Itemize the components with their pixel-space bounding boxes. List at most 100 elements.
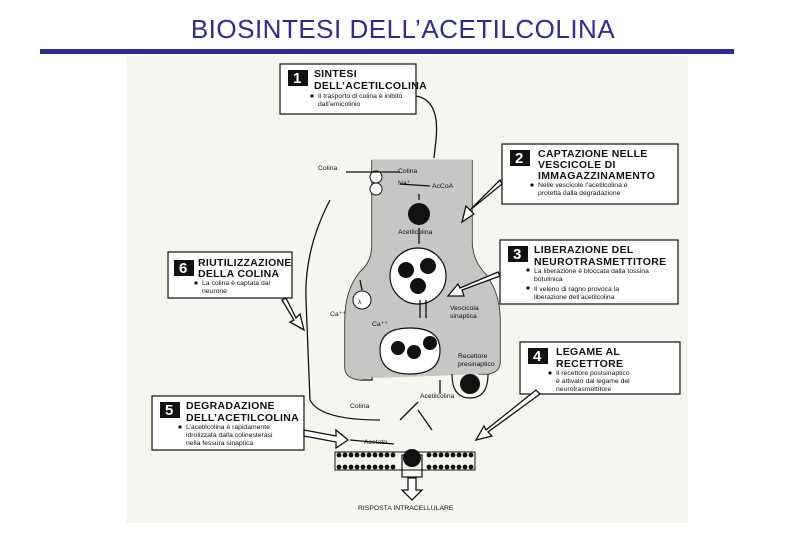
label-acetato: Acetato: [364, 439, 387, 446]
step-1-arrow: [415, 95, 438, 159]
vesicle-lower-ach-2: [407, 345, 421, 359]
step-6-box: 6 RIUTILIZZAZIONE DELLA COLINA La colina…: [167, 251, 293, 299]
lipid-head: [342, 452, 348, 458]
label-na: Na⁺: [398, 180, 411, 187]
step-5-arrow: [303, 428, 350, 450]
lipid-head: [462, 452, 468, 458]
label-vesicola-1: Vescicola: [450, 305, 479, 312]
vesicle-lower-ach-1: [391, 341, 405, 355]
ach-to-acetate-arrow: [417, 409, 433, 431]
step-2-number: 2: [515, 150, 523, 167]
step-3-bullet-2b: liberazione dell’acetilcolina: [534, 294, 615, 301]
step-6-head-1: RIUTILIZZAZIONE: [198, 257, 292, 269]
step-6-bullet-1b: neurone: [202, 288, 227, 295]
lipid-head: [354, 452, 360, 458]
step-5-number: 5: [165, 402, 173, 419]
step-5-bullet-1a: L’acetilcolina è rapidamente: [186, 424, 270, 431]
step-2-box: 2 CAPTAZIONE NELLE VESCICOLE DI IMMAGAZZ…: [501, 143, 679, 205]
acetate-arrow: [349, 439, 395, 445]
vesicle-lower-ach-3: [423, 336, 437, 350]
lipid-head: [450, 464, 456, 470]
step-3-bullet-2a: Il veleno di ragno provoca la: [534, 286, 619, 293]
lipid-head: [426, 464, 432, 470]
lipid-head: [426, 452, 432, 458]
step-5-bullet-1b: idrolizzata dalla colinesterasi: [186, 432, 273, 439]
step-1-head-2: DELL’ACETILCOLINA: [314, 80, 427, 92]
lipid-head: [444, 464, 450, 470]
postsynaptic-membrane: [334, 451, 476, 471]
lipid-head: [390, 452, 396, 458]
lipid-head: [366, 464, 372, 470]
step-3-box: 3 LIBERAZIONE DEL NEUROTRASMETTITORE La …: [499, 239, 679, 305]
step-3-head-1: LIBERAZIONE DEL: [534, 244, 634, 256]
step-4-head-2: RECETTORE: [556, 358, 623, 370]
vesicle-upper-ach-3: [410, 278, 426, 294]
label-acetilcolina-cleft: Acetilcolina: [420, 393, 455, 400]
lipid-head: [384, 452, 390, 458]
postsynaptic-receptor: [401, 454, 423, 478]
label-colina-cleft: Colina: [350, 403, 369, 410]
step-4-box: 4 LEGAME AL RECETTORE Il recettore posts…: [519, 341, 681, 395]
lipid-head: [378, 452, 384, 458]
label-acetyl-coa: AcCoA: [432, 183, 454, 190]
step-2-head-2: VESCICOLE DI: [538, 159, 616, 171]
lipid-head: [438, 452, 444, 458]
lipid-head: [432, 452, 438, 458]
na-arrow: [399, 183, 431, 187]
lipid-head: [360, 452, 366, 458]
label-ca-outside: Ca⁺⁺: [330, 311, 346, 318]
step-2-arrow: [460, 178, 503, 224]
lipid-head: [348, 452, 354, 458]
lipid-head: [366, 452, 372, 458]
step-6-bullet-1a: La colina è captata dal: [202, 280, 271, 287]
step-5-bullet-1c: nella fessura sinaptica: [186, 440, 253, 447]
step-4-arrow: [474, 389, 541, 442]
lipid-head: [360, 464, 366, 470]
label-colina-outside: Colina: [318, 165, 337, 172]
lipid-head: [336, 464, 342, 470]
step-6-head-2: DELLA COLINA: [198, 268, 279, 280]
label-recettore-2: presinaptico: [458, 361, 495, 368]
calcium-channel: [352, 290, 372, 310]
step-5-head-2: DELL’ACETILCOLINA: [186, 412, 299, 424]
step-1-head-1: SINTESI: [314, 68, 357, 80]
lipid-head: [372, 464, 378, 470]
lipid-head: [462, 464, 468, 470]
step-1-number: 1: [293, 70, 301, 87]
lipid-head: [354, 464, 360, 470]
step-3-bullet-1b: botulinica: [534, 276, 563, 283]
label-risposta: RISPOSTA INTRACELLULARE: [358, 505, 454, 512]
label-acetilcolina-top: Acetilcolina: [398, 229, 433, 236]
postsynaptic-receptor-ligand: [403, 449, 421, 467]
lipid-head: [450, 452, 456, 458]
lipid-head: [336, 452, 342, 458]
label-colina-inside: Colina: [398, 168, 417, 175]
step-3-head-2: NEUROTRASMETTITORE: [534, 256, 666, 268]
title-underline: [40, 49, 734, 54]
vesicle-upper-ach-2: [420, 258, 436, 274]
title-text: BIOSINTESI DELL’ACETILCOLINA: [190, 14, 616, 44]
step-5-box: 5 DEGRADAZIONE DELL’ACETILCOLINA L’aceti…: [151, 395, 305, 451]
lipid-head: [468, 464, 474, 470]
step-4-bullet-1b: è attivato dal legame del: [556, 378, 630, 385]
lipid-head: [456, 464, 462, 470]
step-6-number: 6: [179, 260, 187, 277]
response-arrow: [400, 477, 424, 501]
lipid-head: [432, 464, 438, 470]
lipid-head: [342, 464, 348, 470]
step-4-bullet-1c: neurotrasmettitore: [556, 386, 611, 393]
step-3-arrow: [446, 271, 501, 297]
lipid-head: [456, 452, 462, 458]
lambda-symbol: λ: [358, 299, 362, 306]
lipid-head: [378, 464, 384, 470]
step-1-bullet-1b: dall’emicolinio: [318, 101, 361, 108]
ca-arrow-top: [359, 279, 363, 291]
step-4-number: 4: [533, 348, 542, 365]
step-1-box: 1 SINTESI DELL’ACETILCOLINA Il trasporto…: [279, 63, 427, 115]
reuptake-arrow: [305, 199, 381, 421]
label-vesicola-2: sinaptica: [450, 313, 477, 320]
presynaptic-receptor-ligand: [460, 374, 480, 394]
choline-transporter: [369, 170, 383, 184]
step-1-bullet-1a: Il trasporto di colina è inibito: [318, 93, 402, 100]
